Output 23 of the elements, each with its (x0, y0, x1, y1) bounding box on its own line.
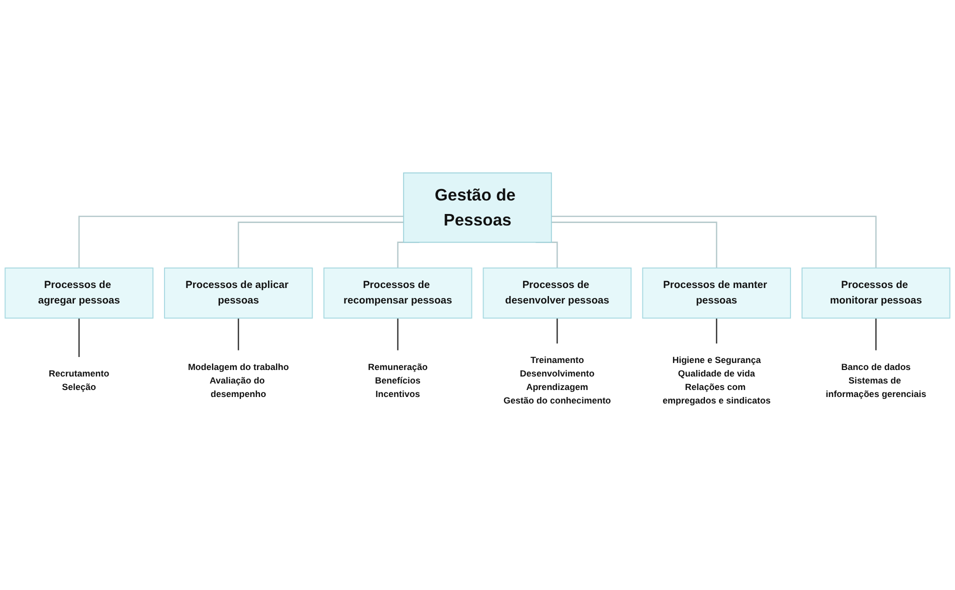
node-text: Banco de dados Sistemas de informações gerenciais (826, 362, 926, 399)
connector (556, 318, 558, 344)
connector (397, 318, 398, 351)
connector (238, 318, 240, 351)
connector (78, 318, 80, 358)
node-box: Gestão de Pessoas (403, 172, 552, 243)
connector (875, 318, 877, 351)
node-text: Remuneração Benefícios Incentivos (368, 362, 428, 399)
connector (716, 318, 718, 344)
node-box: Processos de aplicar pessoas (164, 268, 313, 319)
node-box: Processos de manter pessoas (642, 268, 791, 319)
connector (551, 222, 718, 268)
node-box: Processos de recompensar pessoas (323, 268, 472, 319)
connector (238, 222, 404, 268)
node-text: Recrutamento Seleção (48, 368, 110, 392)
node-text: Modelagem do trabalho Avaliação do desempenho (188, 362, 289, 399)
node-box: Processos de desenvolver pessoas (482, 268, 632, 319)
node-box: Processos de agregar pessoas (4, 268, 154, 319)
connector (78, 216, 404, 268)
node-text: Treinamento Desenvolvimento Aprendizagem Gestão do conhecimento (503, 354, 611, 406)
node-box: Processos de monitorar pessoas (802, 268, 950, 319)
connector (551, 216, 877, 268)
node-text: Higiene e Segurança Qualidade de vida Relações com empregados e sindicatos (662, 354, 771, 406)
